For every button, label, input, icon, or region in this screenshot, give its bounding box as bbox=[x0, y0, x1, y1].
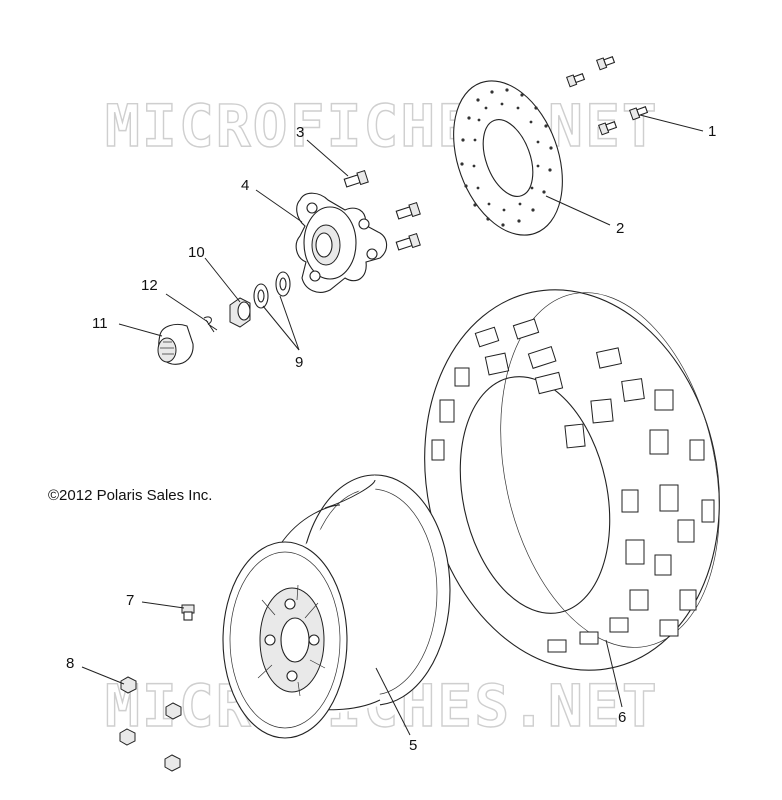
cotter-pin bbox=[203, 316, 218, 333]
callout-3: 3 bbox=[296, 124, 304, 141]
disc-bolts bbox=[566, 56, 649, 136]
callout-7: 7 bbox=[126, 592, 134, 609]
washers bbox=[253, 271, 291, 309]
callout-6: 6 bbox=[618, 709, 626, 726]
wheel-hub bbox=[295, 192, 388, 293]
brake-disc bbox=[453, 80, 563, 236]
wheel-rim bbox=[222, 474, 451, 739]
valve-stem bbox=[181, 604, 195, 621]
callout-11: 12 bbox=[141, 277, 158, 294]
hub-bolts bbox=[343, 169, 421, 251]
castle-nut bbox=[229, 297, 251, 328]
copyright-text: ©2012 Polaris Sales Inc. bbox=[48, 487, 212, 504]
leader-lines bbox=[81, 114, 704, 736]
callout-10: 10 bbox=[188, 244, 205, 261]
callout-1: 1 bbox=[708, 123, 716, 140]
callout-12: 11 bbox=[92, 315, 108, 332]
tire bbox=[424, 289, 720, 671]
callout-4: 4 bbox=[241, 177, 249, 194]
callouts: 1 2 3 4 5 6 7 8 9 10 12 11 bbox=[66, 123, 716, 754]
callout-8: 8 bbox=[66, 655, 74, 672]
lug-nuts bbox=[119, 676, 182, 772]
callout-5: 5 bbox=[409, 737, 417, 754]
callout-2: 2 bbox=[616, 220, 624, 237]
watermark-top: MICROFICHES.NET bbox=[105, 92, 659, 160]
hub-cap bbox=[157, 323, 194, 365]
callout-9: 9 bbox=[295, 354, 303, 371]
